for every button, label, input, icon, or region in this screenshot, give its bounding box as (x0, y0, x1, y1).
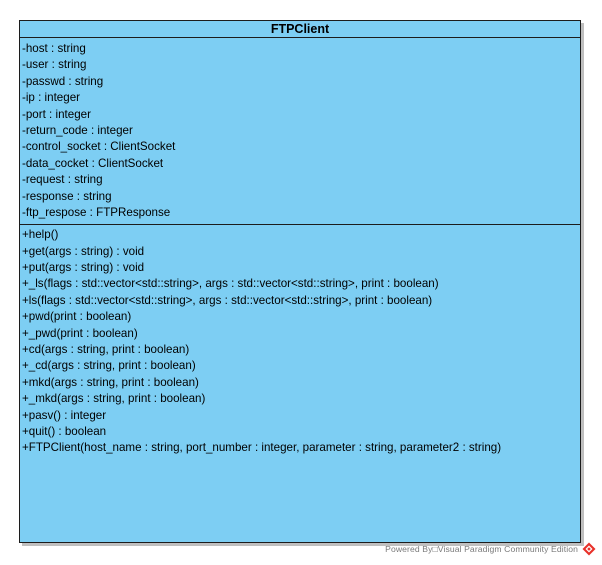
watermark: Powered By□Visual Paradigm Community Edi… (385, 541, 596, 557)
attribute-row-3: -ip : integer (22, 91, 80, 105)
operation-row-2: +put(args : string) : void (22, 261, 145, 275)
operation-row-9: +mkd(args : string, print : boolean) (22, 375, 199, 389)
attribute-row-9: -response : string (22, 189, 112, 203)
watermark-text: Powered By□Visual Paradigm Community Edi… (385, 544, 578, 554)
operation-row-4: +ls(flags : std::vector<std::string>, ar… (22, 293, 433, 307)
operation-row-12: +quit() : boolean (22, 424, 107, 438)
visual-paradigm-logo-icon (582, 542, 596, 556)
operation-row-5: +pwd(print : boolean) (22, 310, 132, 324)
operations-compartment: +help() +get(args : string) : void +put(ar… (20, 225, 580, 456)
operation-row-3: +_ls(flags : std::vector<std::string>, a… (22, 277, 439, 291)
attribute-row-1: -user : string (22, 58, 87, 72)
attribute-row-2: -passwd : string (22, 74, 104, 88)
attribute-row-0: -host : string (22, 42, 86, 55)
attribute-row-10: -ftp_respose : FTPResponse (22, 205, 171, 219)
class-name: FTPClient (20, 21, 580, 38)
attribute-row-4: -port : integer (22, 107, 91, 121)
attribute-row-6: -control_socket : ClientSocket (22, 140, 176, 154)
attribute-row-8: -request : string (22, 173, 103, 187)
attribute-row-5: -return_code : integer (22, 123, 133, 137)
operation-row-7: +cd(args : string, print : boolean) (22, 343, 190, 357)
operation-row-13: +FTPClient(host_name : string, port_numb… (22, 441, 502, 455)
attribute-row-7: -data_cocket : ClientSocket (22, 156, 164, 170)
operation-row-10: +_mkd(args : string, print : boolean) (22, 392, 206, 406)
uml-class-box[interactable]: FTPClient -host : string -user : string -p… (19, 20, 581, 543)
operation-row-1: +get(args : string) : void (22, 244, 145, 258)
operation-row-11: +pasv() : integer (22, 408, 107, 422)
operation-row-8: +_cd(args : string, print : boolean) (22, 359, 196, 373)
operation-row-6: +_pwd(print : boolean) (22, 326, 138, 340)
operation-row-0: +help() (22, 228, 59, 242)
attributes-compartment: -host : string -user : string -passwd : st… (20, 38, 580, 226)
